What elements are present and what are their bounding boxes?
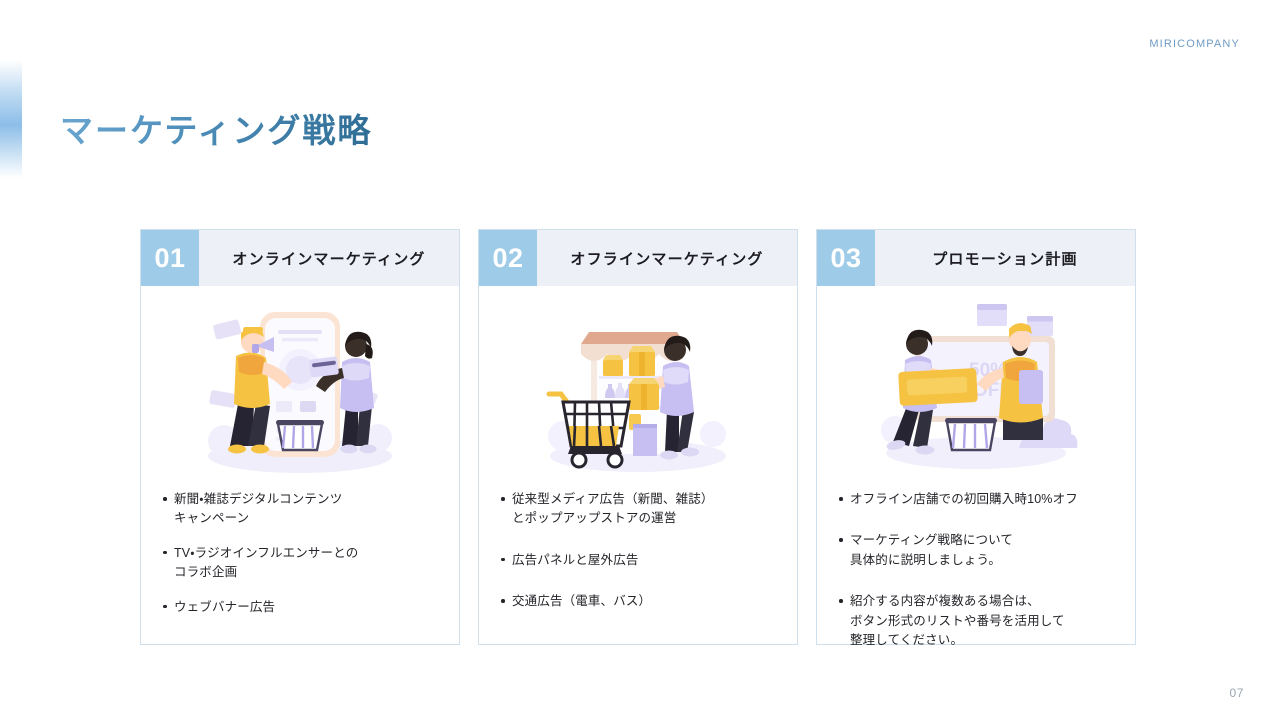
card-bullet-list: 新聞・雑誌デジタルコンテンツ キャンペーン TV・ラジオインフルエンサーとの コ… — [141, 484, 459, 644]
list-item: オフライン店舗での初回購入時10%オフ — [839, 490, 1115, 509]
card-title: オンラインマーケティング — [232, 250, 426, 268]
card-header: 03 プロモーション計画 — [817, 230, 1135, 286]
list-item: ウェブバナー広告 — [163, 598, 439, 617]
brand-logo: MIRICOMPANY — [1149, 38, 1240, 50]
card-bullet-list: 従来型メディア広告（新聞、雑誌） とポップアップストアの運営 広告パネルと屋外広… — [479, 484, 797, 644]
card-number-badge: 03 — [817, 230, 875, 286]
page-number: 07 — [1229, 686, 1244, 700]
card-online-marketing[interactable]: 01 オンラインマーケティング — [140, 229, 460, 645]
card-number-badge: 01 — [141, 230, 199, 286]
list-item: 交通広告（電車、バス） — [501, 592, 777, 611]
card-header: 01 オンラインマーケティング — [141, 230, 459, 286]
list-item: 広告パネルと屋外広告 — [501, 551, 777, 570]
promotion-banner-illustration: 50% OFF — [817, 286, 1135, 484]
list-item: 紹介する内容が複数ある場合は、 ボタン形式のリストや番号を活用して 整理してくだ… — [839, 592, 1115, 650]
card-offline-marketing[interactable]: 02 オフラインマーケティング — [478, 229, 798, 645]
retail-store-illustration — [479, 286, 797, 484]
card-bullet-list: オフライン店舗での初回購入時10%オフ マーケティング戦略について 具体的に説明… — [817, 484, 1135, 672]
card-number-badge: 02 — [479, 230, 537, 286]
online-shopping-illustration — [141, 286, 459, 484]
list-item: 新聞・雑誌デジタルコンテンツ キャンペーン — [163, 490, 439, 529]
list-item: TV・ラジオインフルエンサーとの コラボ企画 — [163, 544, 439, 583]
card-header: 02 オフラインマーケティング — [479, 230, 797, 286]
list-item: 従来型メディア広告（新聞、雑誌） とポップアップストアの運営 — [501, 490, 777, 529]
page-title: マーケティング戦略 — [60, 104, 372, 152]
card-list: 01 オンラインマーケティング — [140, 229, 1136, 647]
card-title: プロモーション計画 — [932, 250, 1078, 268]
left-accent-bar — [0, 60, 22, 178]
list-item: マーケティング戦略について 具体的に説明しましょう。 — [839, 531, 1115, 570]
card-title: オフラインマーケティング — [570, 250, 764, 268]
card-promotion-plan[interactable]: 03 プロモーション計画 50% OFF — [816, 229, 1136, 647]
